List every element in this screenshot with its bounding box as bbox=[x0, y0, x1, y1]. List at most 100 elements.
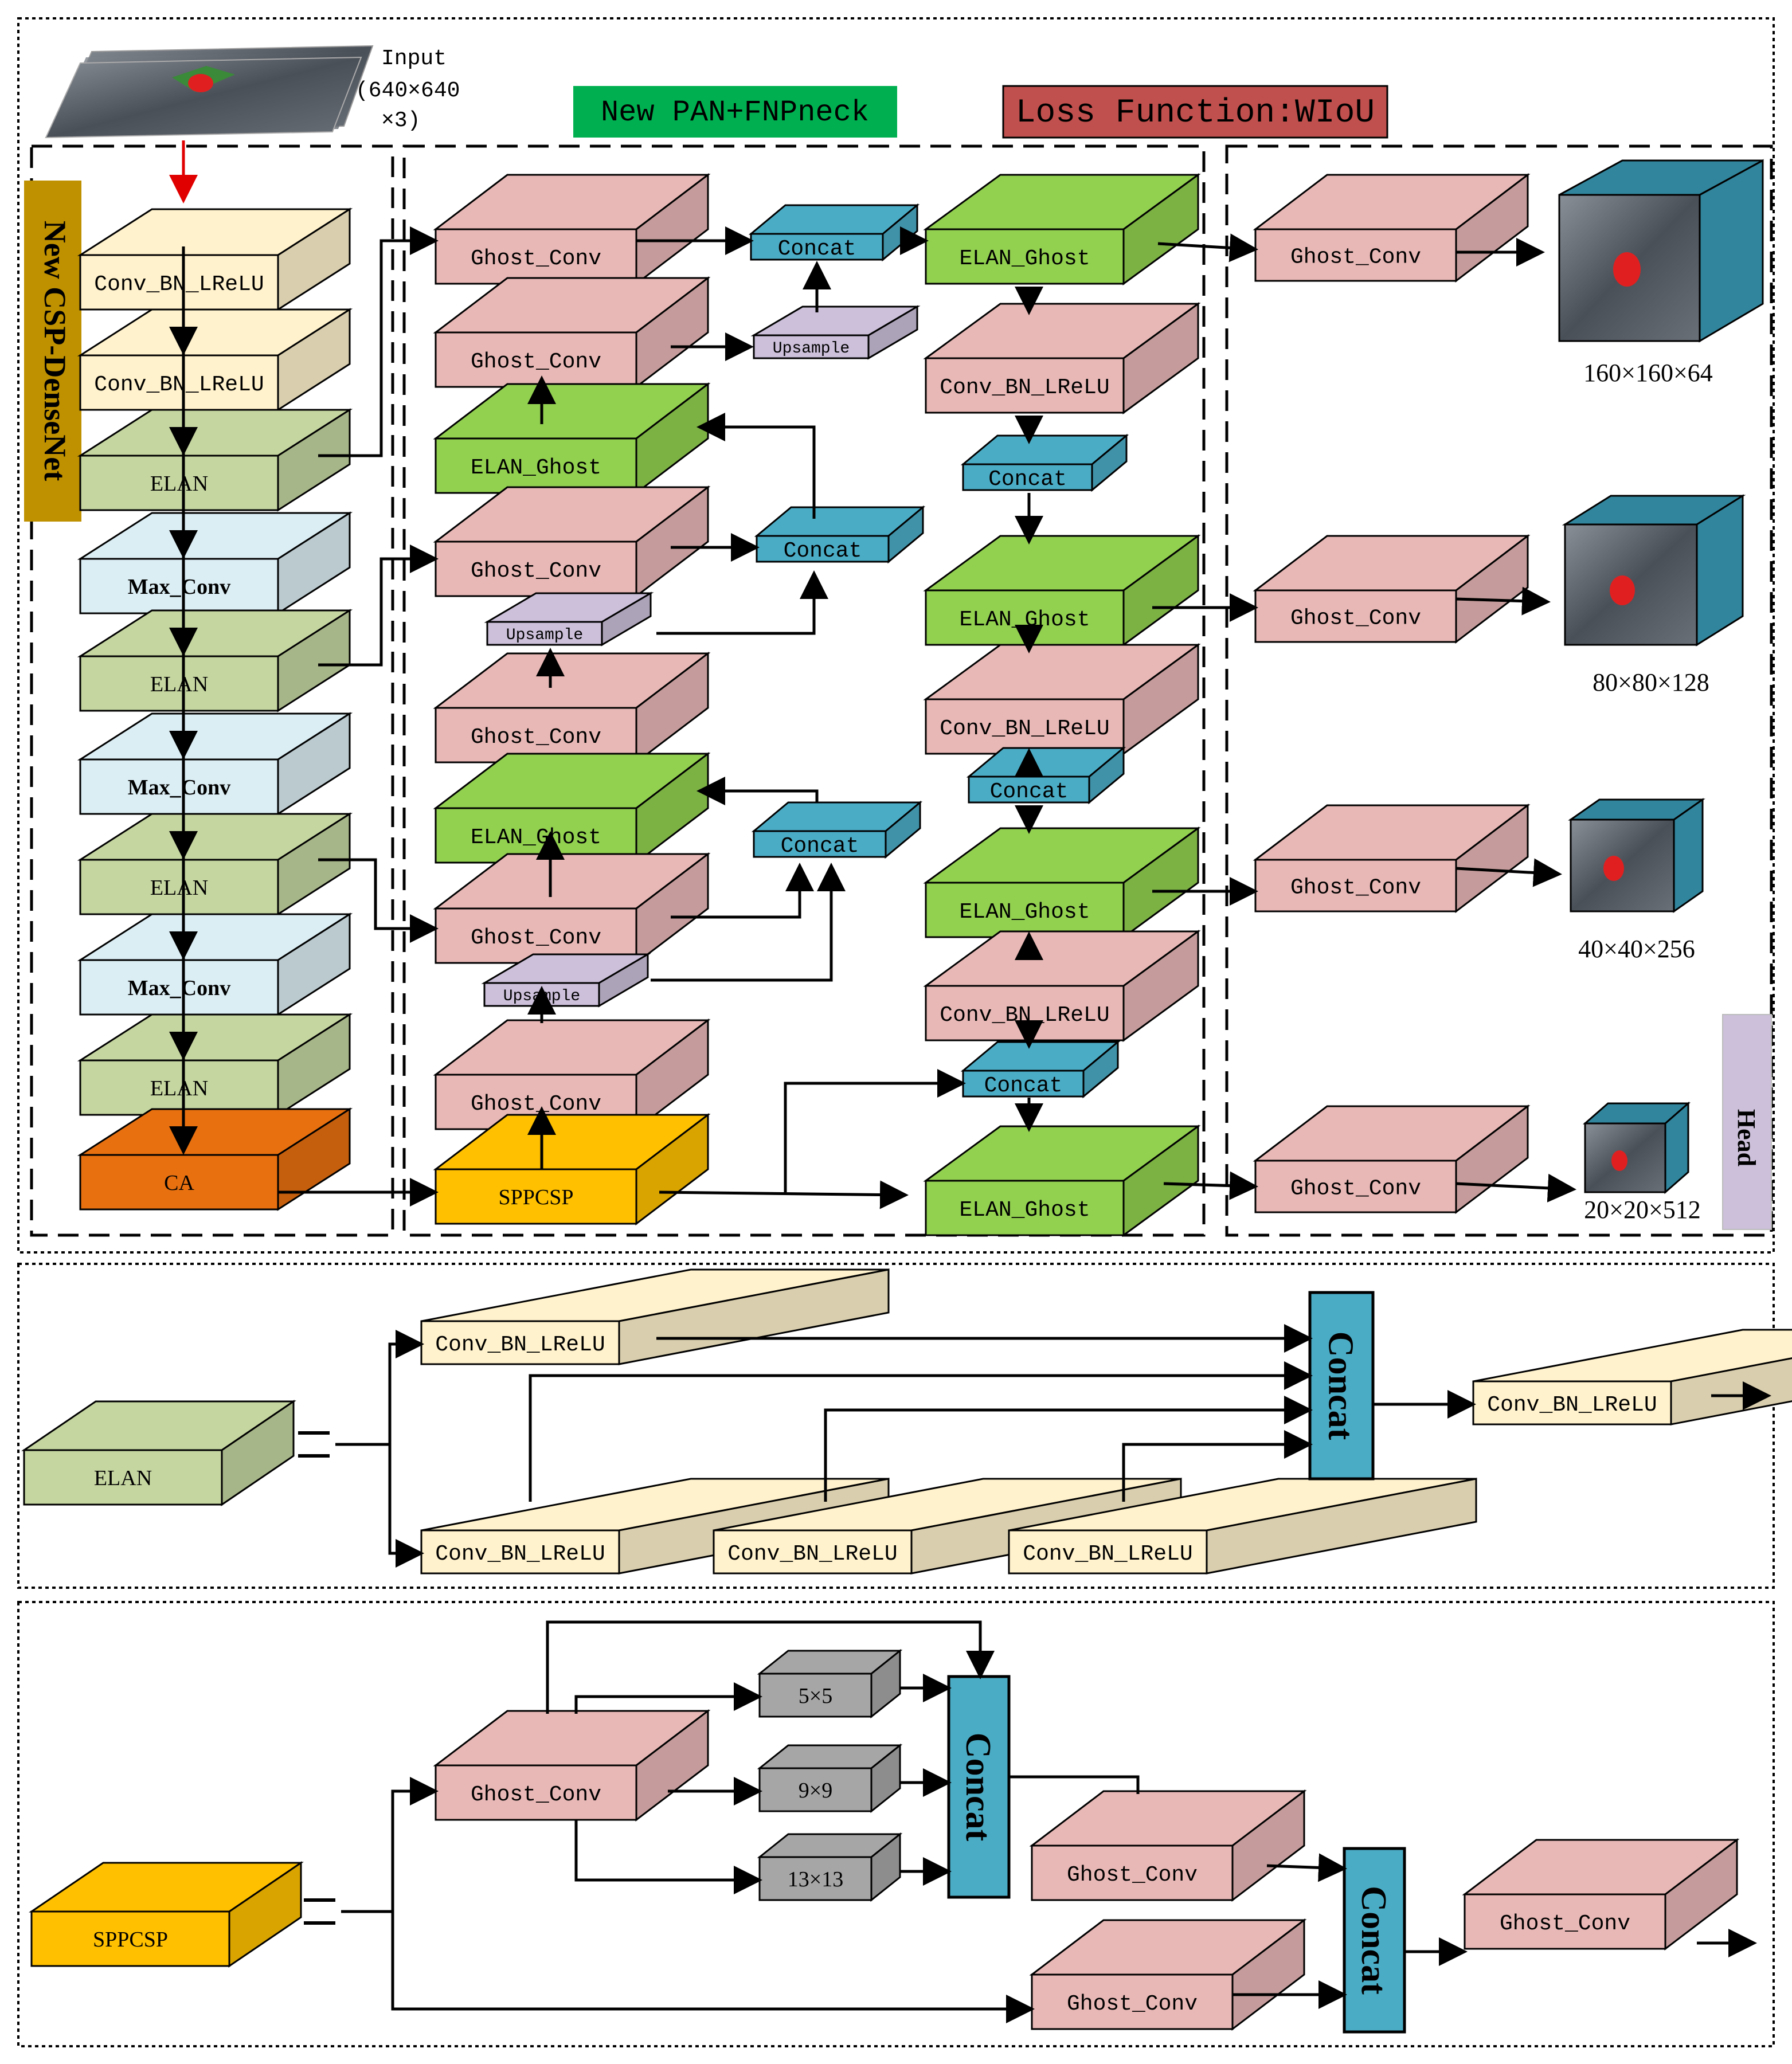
spp-a-skip bbox=[546, 1620, 995, 1714]
neck-ghost-conv-3: Ghost_Conv bbox=[433, 485, 711, 598]
neck-upsample-1-label: Upsample bbox=[506, 626, 583, 644]
neck-r-elan-ghost-4-label: ELAN_Ghost bbox=[959, 1198, 1090, 1223]
output-size-2: 80×80×128 bbox=[1593, 668, 1709, 696]
elan-equals-sign bbox=[298, 1431, 330, 1458]
spp-detail-ghost-bottom: Ghost_Conv bbox=[1029, 1918, 1307, 2031]
input-size-label: (640×640 bbox=[355, 79, 460, 103]
neck-ghost-conv-2-label: Ghost_Conv bbox=[471, 350, 601, 374]
input-image-stack bbox=[45, 45, 374, 139]
backbone-maxconv-3-label: Max_Conv bbox=[128, 976, 230, 1000]
neck-to-head-1 bbox=[1157, 233, 1258, 263]
neck-concat-2: Concat bbox=[754, 505, 926, 564]
backbone-elan-2-label: ELAN bbox=[150, 672, 208, 696]
spp-detail-ghost-main-label: Ghost_Conv bbox=[471, 1783, 601, 1807]
main-architecture-frame bbox=[17, 17, 1775, 1254]
neck-r-concat-1-label: Concat bbox=[988, 467, 1067, 492]
neck-upsample-0-label: Upsample bbox=[773, 340, 850, 358]
neck-ghost-conv-4: Ghost_Conv bbox=[433, 651, 711, 765]
backbone-maxconv-1: Max_Conv bbox=[77, 511, 353, 615]
spp-a-concat-out bbox=[1009, 1775, 1140, 1794]
neck-r-concat-2-label: Concat bbox=[990, 780, 1069, 804]
head-ghost-conv-3: Ghost_Conv bbox=[1253, 803, 1531, 914]
neck-ghost-conv-5-label: Ghost_Conv bbox=[471, 926, 601, 950]
neck-back-1 bbox=[697, 413, 816, 519]
loss-tag bbox=[1002, 85, 1388, 139]
neck-r-conv-3: Conv_BN_LReLU bbox=[923, 930, 1201, 1042]
elan-detail-conv-top-label: Conv_BN_LReLU bbox=[435, 1333, 605, 1357]
head-tag bbox=[1722, 1014, 1772, 1230]
backbone-conv-1: Conv_BN_LReLU bbox=[77, 207, 353, 311]
elan-detail-conv-out: Conv_BN_LReLU bbox=[1472, 1329, 1792, 1425]
spp-detail-pool-13-label: 13×13 bbox=[788, 1867, 843, 1891]
spp-detail-concat-1-label: Concat bbox=[958, 1733, 997, 1842]
neck-r-conv-1-label: Conv_BN_LReLU bbox=[940, 375, 1109, 400]
output-cube-3 bbox=[1568, 798, 1705, 913]
neck-r-elan-ghost-4: ELAN_Ghost bbox=[923, 1125, 1201, 1237]
neck-concat-1-label: Concat bbox=[778, 237, 856, 261]
neck-r-conv-1: Conv_BN_LReLU bbox=[923, 302, 1201, 414]
backbone-ca: CA bbox=[77, 1107, 353, 1211]
backbone-elan-1: ELAN bbox=[77, 408, 353, 512]
spp-detail-concat-2-label: Concat bbox=[1354, 1886, 1393, 1995]
elan-a-b3 bbox=[1122, 1430, 1313, 1502]
neck-upsample-0: Upsample bbox=[750, 305, 921, 360]
elan-detail-conv-b1-label: Conv_BN_LReLU bbox=[435, 1542, 605, 1566]
elan-detail-conv-top: Conv_BN_LReLU bbox=[420, 1268, 890, 1365]
neck-r-concat-2: Concat bbox=[966, 746, 1126, 805]
neck-to-head-4 bbox=[1163, 1171, 1258, 1200]
backbone-ca-label: CA bbox=[164, 1171, 194, 1195]
spp-detail-ghost-bottom-label: Ghost_Conv bbox=[1067, 1992, 1198, 2016]
output-cube-4 bbox=[1583, 1101, 1691, 1194]
head-ghost-conv-1: Ghost_Conv bbox=[1253, 173, 1531, 283]
neck-r-concat-3: Concat bbox=[960, 1040, 1121, 1099]
elan-detail-concat: Concat bbox=[1308, 1291, 1375, 1481]
head-out-4 bbox=[1455, 1173, 1576, 1203]
neck-concat-3: Concat bbox=[751, 800, 923, 859]
spp-detail-sppcsp-label: SPPCSP bbox=[93, 1928, 168, 1952]
output-size-3: 40×40×256 bbox=[1578, 935, 1695, 963]
output-cube-1 bbox=[1558, 159, 1764, 343]
backbone-elan-4: ELAN bbox=[77, 1013, 353, 1117]
elan-detail-elan: ELAN bbox=[21, 1400, 296, 1506]
neck-spp-up bbox=[784, 1069, 966, 1192]
head-ghost-conv-2-label: Ghost_Conv bbox=[1290, 606, 1421, 630]
elan-a-b2 bbox=[824, 1396, 1313, 1502]
lateral-arrow-1 bbox=[318, 226, 439, 457]
backbone-elan-1-label: ELAN bbox=[150, 472, 208, 496]
lateral-arrow-2 bbox=[318, 545, 439, 667]
neck-ghost-conv-6: Ghost_Conv bbox=[433, 1018, 711, 1131]
neck-r-elan-ghost-2-label: ELAN_Ghost bbox=[959, 608, 1090, 632]
output-size-1: 160×160×64 bbox=[1583, 359, 1713, 387]
spp-detail-pool-9-label: 9×9 bbox=[799, 1779, 832, 1803]
neck-h-6 bbox=[651, 863, 846, 982]
spp-detail-ghost-after: Ghost_Conv bbox=[1029, 1789, 1307, 1902]
backbone-maxconv-2-label: Max_Conv bbox=[128, 776, 230, 800]
spp-detail-pool-5: 5×5 bbox=[757, 1648, 903, 1719]
elan-a-split bbox=[335, 1330, 424, 1446]
spp-detail-ghost-main: Ghost_Conv bbox=[433, 1709, 711, 1822]
neck-frame bbox=[402, 144, 1206, 1237]
spp-detail-pool-9: 9×9 bbox=[757, 1743, 903, 1814]
neck-r-elan-ghost-3-label: ELAN_Ghost bbox=[959, 900, 1090, 925]
neck-ghost-conv-2: Ghost_Conv bbox=[433, 276, 711, 389]
head-tag-text: Head bbox=[1732, 1109, 1760, 1166]
lateral-arrow-3 bbox=[318, 858, 439, 943]
spp-a-p5 bbox=[574, 1682, 762, 1714]
neck-concat-1: Concat bbox=[748, 203, 920, 262]
neck-elan-ghost-2-label: ELAN_Ghost bbox=[471, 825, 601, 850]
neck-ghost-conv-3-label: Ghost_Conv bbox=[471, 559, 601, 583]
spp-detail-ghost-after-label: Ghost_Conv bbox=[1067, 1863, 1198, 1887]
neck-r-concat-3-label: Concat bbox=[984, 1074, 1063, 1098]
head-out-3 bbox=[1455, 858, 1562, 887]
elan-detail-elan-label: ELAN bbox=[94, 1466, 152, 1490]
neck-spp-out bbox=[659, 1180, 909, 1209]
neck-sppcsp: SPPCSP bbox=[433, 1113, 711, 1226]
neck-ghost-conv-6-label: Ghost_Conv bbox=[471, 1092, 601, 1117]
neck-r-conv-2-label: Conv_BN_LReLU bbox=[940, 716, 1109, 741]
neck-r-elan-ghost-1-label: ELAN_Ghost bbox=[959, 246, 1090, 271]
neck-tag-text: New PAN+FNPneck bbox=[601, 96, 869, 130]
head-ghost-conv-4-label: Ghost_Conv bbox=[1290, 1176, 1421, 1201]
backbone-tag bbox=[24, 181, 81, 522]
output-cube-2 bbox=[1562, 494, 1746, 647]
